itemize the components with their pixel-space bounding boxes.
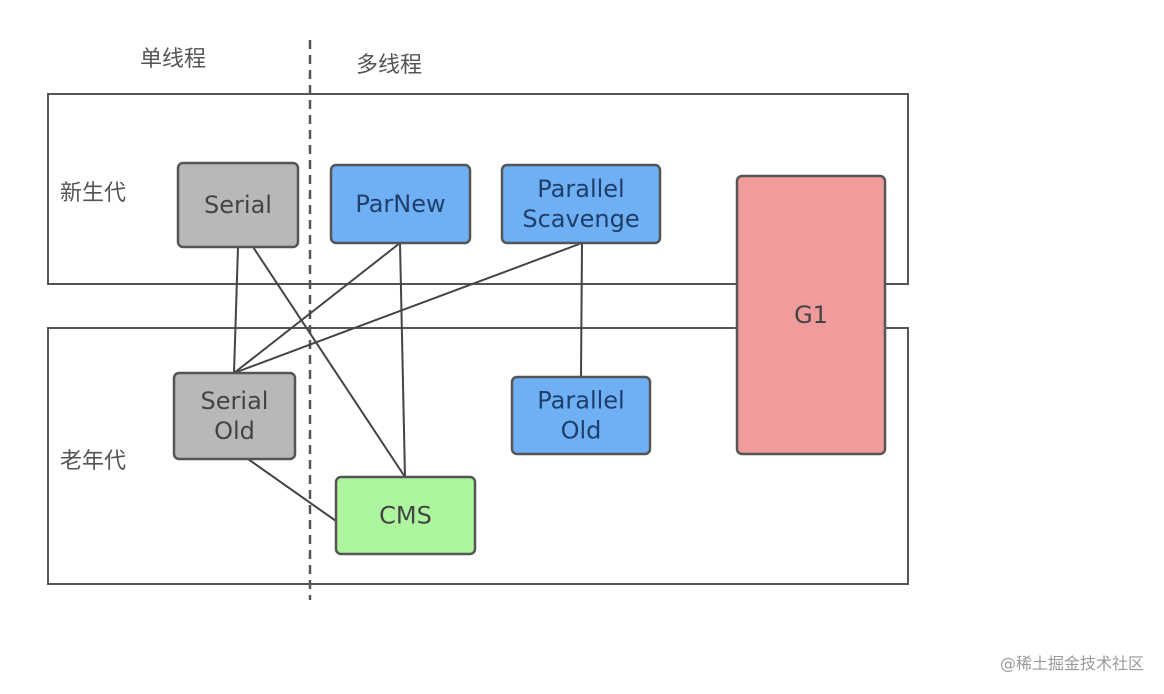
connection-parallel-scavenge-to-serial-old — [233, 242, 583, 374]
connections — [233, 242, 583, 522]
old-gen-region — [47, 327, 909, 585]
collector-label: Parallel — [537, 175, 624, 203]
collector-box — [510, 375, 652, 456]
young-gen-label: 新生代 — [60, 181, 126, 206]
connection-parnew-to-cms — [399, 242, 406, 478]
collector-label: Parallel — [537, 387, 624, 415]
collector-label: ParNew — [355, 190, 445, 218]
collector-label: G1 — [794, 301, 828, 329]
connection-serial-to-serial-old — [233, 246, 239, 374]
collector-box — [735, 174, 887, 456]
collector-cms: CMS — [334, 475, 477, 556]
watermark: @稀土掘金技术社区 — [999, 654, 1144, 673]
connection-serial-to-cms — [252, 246, 406, 478]
collector-parnew: ParNew — [329, 163, 472, 245]
collector-label: CMS — [379, 502, 432, 530]
single-thread-label: 单线程 — [140, 47, 206, 72]
collector-box — [172, 371, 297, 461]
collector-box — [500, 163, 662, 245]
collector-box — [329, 163, 472, 245]
connection-parnew-to-serial-old — [233, 242, 401, 374]
connection-serial-old-to-cms — [247, 458, 337, 522]
collector-label: Serial — [204, 191, 272, 219]
connection-parallel-scavenge-to-parallel-old — [580, 242, 583, 378]
collector-serial: Serial — [176, 161, 300, 249]
young-gen-region — [47, 93, 909, 285]
collector-g1: G1 — [735, 174, 887, 456]
collector-label: Scavenge — [522, 205, 639, 233]
collector-box — [334, 475, 477, 556]
old-gen-label: 老年代 — [60, 449, 126, 474]
collector-label: Serial — [201, 387, 269, 415]
collector-label: Old — [561, 417, 602, 445]
collector-label: Old — [214, 417, 255, 445]
collector-box — [176, 161, 300, 249]
multi-thread-label: 多线程 — [356, 53, 422, 78]
